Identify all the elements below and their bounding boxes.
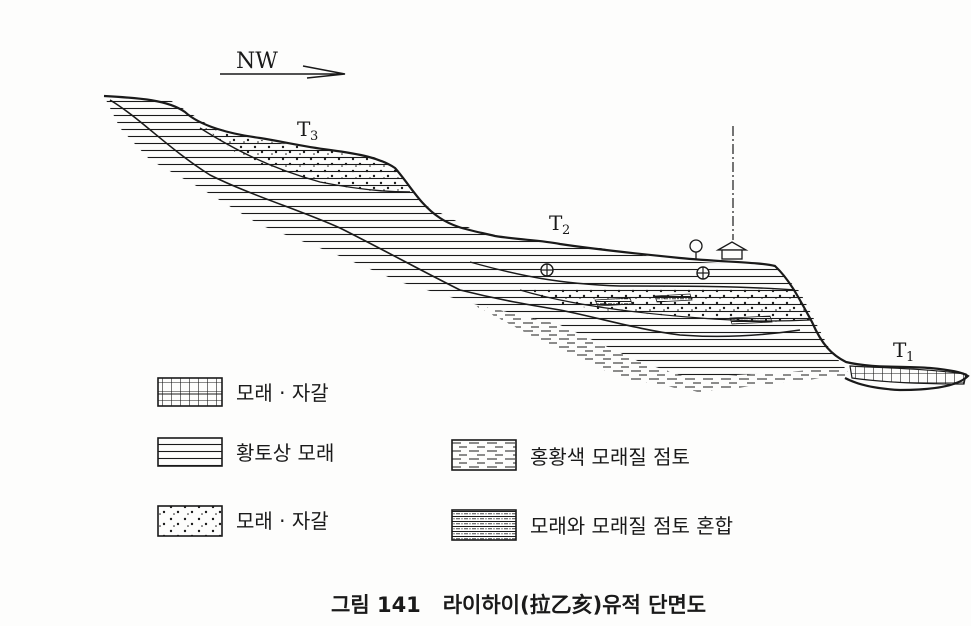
stratum-t1-gravel: [849, 365, 967, 385]
stratum-red-clay: [470, 303, 850, 392]
house-icon: [715, 241, 749, 260]
legend-item-sand-dots: 모래 · 자갈: [157, 505, 329, 537]
direction-indicator: NW: [220, 49, 346, 79]
legend-item-horizontal-lines: 황토상 모래: [157, 437, 334, 467]
direction-label: NW: [236, 49, 278, 74]
legend-item-dense-mixed: 모래와 모래질 점토 혼합: [451, 509, 733, 541]
figure-caption: 그림 141 라이하이(拉乙亥)유적 단면도: [331, 593, 706, 617]
terrace-t3-letter: T: [297, 117, 311, 141]
legend-item-dashed-clay: 홍황색 모래질 점토: [451, 439, 690, 471]
terrace-t1-letter: T: [893, 338, 907, 362]
legend-swatch: [157, 377, 223, 407]
boundary-line-t3: [199, 127, 411, 193]
legend-swatch: [157, 437, 223, 467]
site-markers: [540, 126, 749, 280]
legend-swatch: [157, 505, 223, 537]
site-marker-1: [540, 263, 554, 277]
section-body: [103, 94, 970, 392]
boundary-line-t2-lower: [519, 289, 811, 322]
terrace-t2-letter: T: [549, 211, 563, 235]
lens-mixed-2: [654, 293, 693, 303]
legend-label: 황토상 모래: [236, 441, 334, 465]
site-marker-2: [696, 266, 710, 280]
terrace-label-t1: T 1: [893, 338, 914, 365]
legend-label: 모래 · 자갈: [236, 509, 329, 533]
stratum-t2-sand-gravel: [520, 286, 810, 322]
terrace-t2-sub: 2: [562, 223, 570, 238]
legend-swatch: [451, 509, 517, 541]
boundary-line-t2: [469, 261, 796, 291]
terrace-label-t2: T 2: [549, 211, 570, 238]
tree-icon: [689, 239, 703, 260]
legend-label: 모래와 모래질 점토 혼합: [530, 514, 733, 538]
stratum-t3-sand-gravel: [205, 128, 410, 192]
arrow-icon: [220, 65, 346, 79]
legend-label: 홍황색 모래질 점토: [530, 445, 690, 469]
terrace-label-t3: T 3: [297, 117, 318, 144]
legend-swatch: [451, 439, 517, 471]
lens-mixed-1: [594, 297, 633, 307]
legend-item-gravel-grid: 모래 · 자갈: [157, 377, 329, 407]
boundary-line-1: [109, 99, 801, 338]
terrace-t1-sub: 1: [906, 350, 914, 365]
legend: 모래 · 자갈 황토상 모래 모래 · 자갈 홍황색 모래질 점토 모래와 모래…: [157, 377, 733, 541]
ground-surface-line: [103, 94, 970, 392]
lens-mixed-3: [729, 315, 773, 325]
terrace-t3-sub: 3: [310, 129, 318, 144]
legend-label: 모래 · 자갈: [236, 381, 329, 405]
